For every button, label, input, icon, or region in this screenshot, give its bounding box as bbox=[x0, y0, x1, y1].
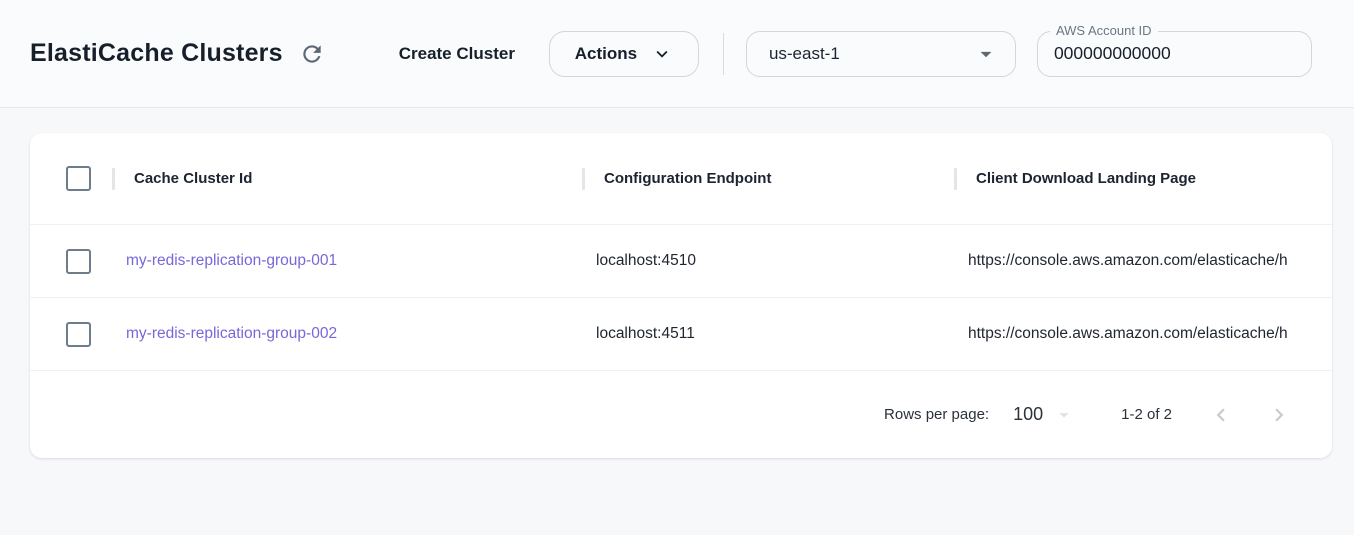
table-row: my-redis-replication-group-001 localhost… bbox=[30, 225, 1332, 298]
table-row: my-redis-replication-group-002 localhost… bbox=[30, 298, 1332, 371]
aws-account-id-input[interactable] bbox=[1037, 31, 1311, 76]
rows-per-page-select[interactable]: 100 bbox=[1013, 404, 1075, 426]
chevron-down-icon bbox=[651, 43, 673, 65]
cluster-id-link[interactable]: my-redis-replication-group-002 bbox=[126, 325, 338, 342]
column-divider bbox=[954, 167, 957, 190]
client-download-landing-page-cell: https://console.aws.amazon.com/elasticac… bbox=[968, 325, 1288, 342]
client-download-landing-page-cell: https://console.aws.amazon.com/elasticac… bbox=[968, 252, 1288, 269]
topbar: ElastiCache Clusters Create Cluster Acti… bbox=[0, 0, 1354, 108]
rows-per-page-arrow-icon bbox=[1053, 404, 1075, 426]
rows-per-page-value: 100 bbox=[1013, 404, 1044, 424]
chevron-right-icon bbox=[1266, 402, 1292, 428]
refresh-button[interactable] bbox=[297, 39, 327, 69]
configuration-endpoint-cell: localhost:4511 bbox=[596, 325, 695, 342]
rows-per-page-label: Rows per page: bbox=[884, 406, 990, 423]
region-select-value: us-east-1 bbox=[768, 43, 840, 63]
table-pagination: Rows per page: 100 1-2 of 2 bbox=[30, 371, 1332, 458]
page-title: ElastiCache Clusters bbox=[30, 39, 283, 67]
refresh-icon bbox=[299, 41, 325, 67]
select-all-checkbox[interactable] bbox=[66, 166, 91, 191]
clusters-card: Cache Cluster Id Configuration Endpoint … bbox=[30, 133, 1332, 458]
next-page-button[interactable] bbox=[1262, 398, 1296, 432]
previous-page-button[interactable] bbox=[1204, 398, 1238, 432]
create-cluster-button[interactable]: Create Cluster bbox=[398, 43, 515, 63]
aws-account-id-field: AWS Account ID bbox=[1036, 22, 1312, 77]
topbar-divider bbox=[722, 32, 724, 75]
column-header-client-download-landing-page: Client Download Landing Page bbox=[976, 170, 1197, 187]
pagination-range-label: 1-2 of 2 bbox=[1121, 406, 1172, 423]
aws-account-id-label: AWS Account ID bbox=[1049, 22, 1158, 38]
row-checkbox[interactable] bbox=[66, 248, 91, 274]
chevron-left-icon bbox=[1208, 402, 1234, 428]
actions-button-label: Actions bbox=[574, 43, 638, 63]
actions-button[interactable]: Actions bbox=[548, 30, 699, 77]
configuration-endpoint-cell: localhost:4510 bbox=[596, 252, 696, 269]
region-select[interactable]: us-east-1 bbox=[745, 30, 1016, 77]
column-divider bbox=[582, 167, 585, 190]
column-divider bbox=[112, 167, 115, 190]
cluster-id-link[interactable]: my-redis-replication-group-001 bbox=[126, 252, 338, 269]
column-header-cache-cluster-id: Cache Cluster Id bbox=[134, 170, 253, 187]
table-header-row: Cache Cluster Id Configuration Endpoint … bbox=[30, 133, 1332, 225]
dropdown-arrow-icon bbox=[973, 41, 999, 67]
column-header-configuration-endpoint: Configuration Endpoint bbox=[604, 170, 772, 187]
row-checkbox[interactable] bbox=[66, 321, 91, 347]
